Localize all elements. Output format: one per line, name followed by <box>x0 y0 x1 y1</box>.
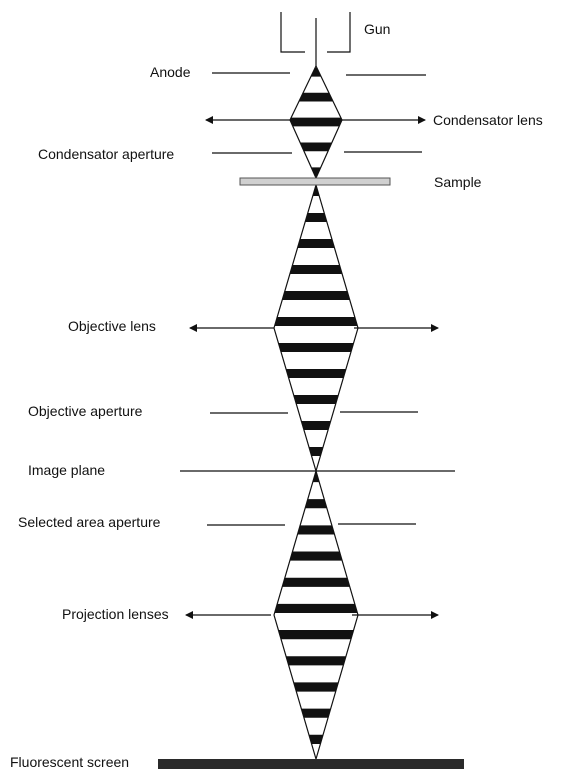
beam-stripe <box>278 342 354 353</box>
beam-condenser-section <box>289 64 343 180</box>
gun-label: Gun <box>364 21 390 37</box>
beam-stripe <box>305 212 327 223</box>
sample-label: Sample <box>434 174 482 190</box>
beam-stripe <box>298 92 334 102</box>
beam-stripe <box>310 67 322 77</box>
beam-stripe <box>301 708 331 718</box>
beam-stripe <box>308 446 324 457</box>
beam-objective-section <box>273 182 359 474</box>
beam-stripe <box>290 117 342 127</box>
condensator-aperture-label: Condensator aperture <box>38 146 174 162</box>
fluorescent-screen-label: Fluorescent screen <box>10 754 129 769</box>
sample-slide <box>239 177 391 186</box>
objective-lens-label: Objective lens <box>68 318 156 334</box>
beam-stripe <box>301 420 331 431</box>
beam-stripe <box>282 577 350 587</box>
beam-stripe <box>297 525 335 535</box>
beam-stripe <box>312 186 320 197</box>
beam-stripe <box>312 472 320 483</box>
electron-gun <box>280 12 351 66</box>
beam-stripe <box>297 238 335 249</box>
beam-stripe <box>308 734 324 744</box>
beam-stripe <box>289 551 343 561</box>
beam-stripe <box>274 603 358 614</box>
beam-stripe <box>311 167 321 177</box>
beam-stripe <box>282 290 350 301</box>
beam-stripe <box>293 394 339 405</box>
fluorescent-screen-bar <box>158 759 464 769</box>
projection-lenses-label: Projection lenses <box>62 606 169 622</box>
beam-stripe <box>278 630 354 640</box>
beam-stripe <box>293 682 339 692</box>
beam-path <box>273 64 359 762</box>
beam-stripe <box>300 142 332 152</box>
objective-aperture-label: Objective aperture <box>28 403 143 419</box>
beam-stripe <box>286 368 346 379</box>
condensator-aperture-plates <box>212 151 422 154</box>
beam-stripe <box>274 316 358 327</box>
selected-area-aperture-plates <box>207 523 416 526</box>
selected-area-aperture-label: Selected area aperture <box>18 514 161 530</box>
beam-stripe <box>305 499 327 509</box>
beam-projector-section <box>273 468 359 762</box>
anode-label: Anode <box>150 64 191 80</box>
image-plane-label: Image plane <box>28 462 105 478</box>
beam-stripe <box>289 264 343 275</box>
anode-plates <box>212 72 426 76</box>
objective-aperture-plates <box>210 411 418 414</box>
condensator-lens-label: Condensator lens <box>433 112 543 128</box>
beam-stripe <box>286 656 346 666</box>
